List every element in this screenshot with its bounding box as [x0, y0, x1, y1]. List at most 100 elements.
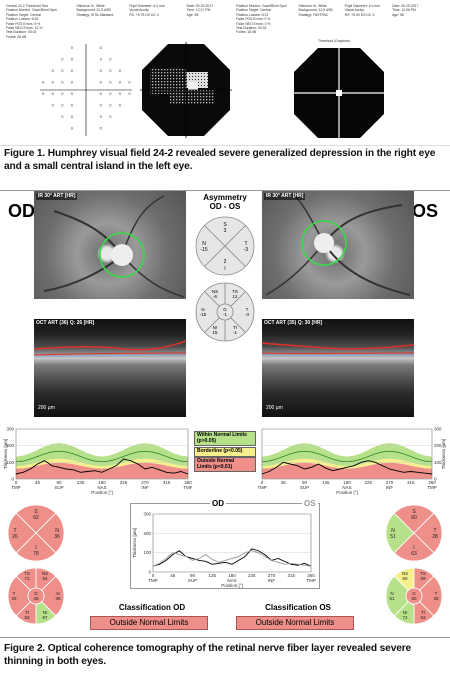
center-os-label: OS: [302, 499, 318, 508]
normal-mean-line: [261, 450, 433, 463]
os-sector-g-label: G: [412, 591, 416, 596]
region-tick-label: SUP: [300, 485, 309, 490]
od-sector-ti-label: TI: [25, 610, 29, 615]
x-tick-label: 225: [120, 480, 128, 485]
left-header-line: Fovea: 28 dB: [6, 34, 27, 39]
normal-band: [16, 443, 188, 467]
threshold-value: 0: [71, 80, 74, 85]
x-tick-label: 360: [307, 573, 315, 578]
od-fundus-image: IR 30° ART [HR]: [34, 191, 186, 299]
series-line-0: [152, 548, 312, 567]
classification-os-value: Outside Normal Limits: [236, 616, 354, 630]
od-sector-ni-label: NI: [43, 610, 48, 615]
threshold-value: 0: [100, 114, 103, 119]
threshold-value: 0: [109, 114, 112, 119]
asym-g-value: -1: [223, 312, 227, 317]
threshold-value: 0: [71, 103, 74, 108]
x-tick-label: 180: [98, 480, 106, 485]
x-tick-label: 225: [248, 573, 256, 578]
od-quad-n-value: 36: [54, 534, 60, 540]
threshold-value: 0: [61, 68, 64, 73]
od-sector-ts-value: 71: [24, 576, 30, 581]
threshold-value: 0: [61, 57, 64, 62]
os-sector-ns-value: 60: [402, 576, 408, 581]
asym-t2-label: T: [246, 307, 249, 312]
right-header-line: Fixation Losses: 0/13: [236, 12, 269, 17]
threshold-value: 0: [100, 68, 103, 73]
od-sector-n-label: N: [56, 591, 59, 596]
threshold-value: 0: [52, 80, 55, 85]
y-tick-label: 200: [434, 443, 442, 448]
left-header-line: Test Duration: 05:15: [6, 30, 37, 35]
x-tick-label: 225: [364, 480, 372, 485]
os-oct-rnfl-overlay: [262, 342, 414, 356]
asymmetry-sector-diagram: NS -6 TS 12 N -15 G -1 T -3 NI 15 TI -1: [195, 282, 255, 342]
asym-t-label: T: [244, 241, 247, 247]
normal-band: [16, 458, 188, 469]
right-header-line: Fixation Monitor: Gaze/Blind Spot: [236, 4, 287, 8]
threshold-value: 0: [61, 114, 64, 119]
threshold-value: 0: [61, 91, 64, 96]
os-sector-t-value: 28: [433, 596, 439, 601]
region-tick-label: TMP: [427, 485, 437, 490]
right-header-line: Strategy: FASTPAC: [298, 12, 329, 17]
left-header-line: Fixation Monitor: Gaze/Blind Spot: [6, 8, 57, 13]
os-quad-t-label: T: [433, 528, 436, 534]
x-tick-label: 45: [170, 573, 176, 578]
y-tick-label: 100: [434, 460, 442, 465]
os-ir-label: IR 30° ART [HR]: [264, 193, 306, 200]
threshold-value: 0: [128, 80, 131, 85]
region-tick-label: INF: [268, 578, 276, 583]
classification-od-value: Outside Normal Limits: [90, 616, 208, 630]
asym-ni-value: 15: [212, 330, 218, 335]
od-quad-s-label: S: [34, 509, 38, 515]
asym-ns-label: NS: [212, 289, 218, 294]
od-eye-label: OD: [8, 201, 35, 221]
od-oct-bscan: OCT ART (36) Q: 26 [HR] 200 µm: [34, 319, 186, 417]
left-header-line: Time: 12:17 PM: [186, 8, 211, 13]
od-fundus-vessels: [43, 195, 185, 298]
os-quad-t-value: 28: [432, 534, 438, 540]
od-sector-t-value: 26: [11, 596, 17, 601]
asym-ts-label: TS: [232, 289, 238, 294]
threshold-value: 0: [109, 80, 112, 85]
x-tick-label: 45: [281, 480, 287, 485]
x-tick-label: 360: [184, 480, 192, 485]
y-tick-label: 200: [6, 443, 14, 448]
threshold-value: 0: [119, 80, 122, 85]
left-header-line: Fixation Losses: 6/18: [6, 17, 39, 22]
quadrant-left: [7, 512, 37, 554]
threshold-value: 0: [71, 57, 74, 62]
os-quad-n-label: N: [391, 528, 395, 534]
y-axis-label: Thickness [µm]: [132, 528, 137, 558]
threshold-value: 0: [52, 103, 55, 108]
x-tick-label: 0: [261, 480, 264, 485]
x-tick-label: 270: [268, 573, 276, 578]
normal-band: [262, 443, 432, 467]
y-tick-label: 300: [143, 512, 151, 517]
legend-within-normal: Within Normal Limits (p>0.05): [194, 431, 256, 446]
os-oct-bscan: OCT ART (35) Q: 30 [HR] 200 µm: [262, 319, 414, 417]
region-tick-label: NAS: [342, 485, 351, 490]
od-quad-n-label: N: [55, 528, 59, 534]
threshold-value: 0: [109, 68, 112, 73]
os-sector-n-label: N: [390, 591, 393, 596]
y-tick-label: 300: [434, 427, 442, 432]
os-sector-t-label: T: [435, 591, 438, 596]
os-sector-g-value: 50: [411, 596, 417, 601]
os-quad-n-value: 51: [390, 534, 396, 540]
x-tick-label: 135: [322, 480, 330, 485]
x-tick-label: 315: [163, 480, 171, 485]
x-tick-label: 180: [343, 480, 351, 485]
y-axis-label: Thickness [µm]: [441, 439, 446, 469]
figure-1-caption: Figure 1. Humphrey visual field 24-2 rev…: [4, 148, 436, 172]
y-tick-label: 300: [6, 427, 14, 432]
right-header-line: Age: 58: [392, 12, 404, 17]
legend-outside-normal: Outside Normal Limits (p<0.01): [194, 457, 256, 472]
